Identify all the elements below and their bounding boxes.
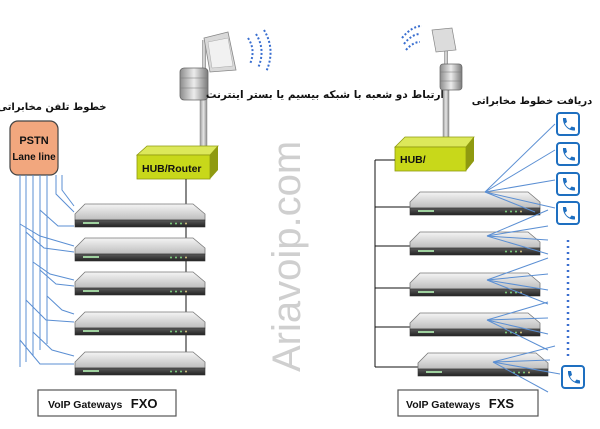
fxo-suffix-label: FXO [131,396,158,411]
pstn-lines [20,175,74,367]
right-antenna-icon [432,28,462,146]
gateway-fxs-5 [418,353,548,376]
fxs-label-box: VoIP Gateways FXS [398,390,538,416]
left-title-text: خطوط تلفن مخابراتی [0,102,107,113]
gateway-fxo-1 [75,204,205,227]
center-caption-text: ارتباط دو شعبه با شبکه بیسیم یا بستر این… [206,89,444,101]
right-hub-label: HUB/ [400,154,426,166]
left-wireless-wave-icon [248,30,271,72]
gateway-fxs-4 [410,313,540,336]
pstn-label-line1: PSTN [19,135,48,147]
fxs-prefix-label: VoIP Gateways [406,399,480,411]
gateway-fxo-5 [75,352,205,375]
watermark-text: Ariavoip.com [265,141,309,372]
phone-icon-3 [557,173,579,195]
fxo-label-box: VoIP Gateways FXO [38,390,176,416]
gateway-fxs-1 [410,192,540,215]
phone-icon-1 [557,113,579,135]
gateway-fxs-2 [410,232,540,255]
fxo-prefix-label: VoIP Gateways [48,399,122,411]
pstn-box: PSTN Lane line [10,121,58,175]
gateway-fxo-4 [75,312,205,335]
phone-icon-5 [562,366,584,388]
gateway-fxo-2 [75,238,205,261]
right-wireless-wave-icon [402,26,422,50]
gateway-fxo-3 [75,272,205,295]
hub-router-box: HUB/Router [137,146,218,179]
pstn-label-line2: Lane line [12,152,56,163]
phone-icon-2 [557,143,579,165]
fxs-suffix-label: FXS [489,396,515,411]
right-hub-box: HUB/ [395,137,474,171]
hub-router-label: HUB/Router [142,163,202,175]
phone-icon-4 [557,202,579,224]
fxs-phone-lines [485,124,560,392]
right-title-text: دریافت خطوط مخابراتی [472,96,593,107]
